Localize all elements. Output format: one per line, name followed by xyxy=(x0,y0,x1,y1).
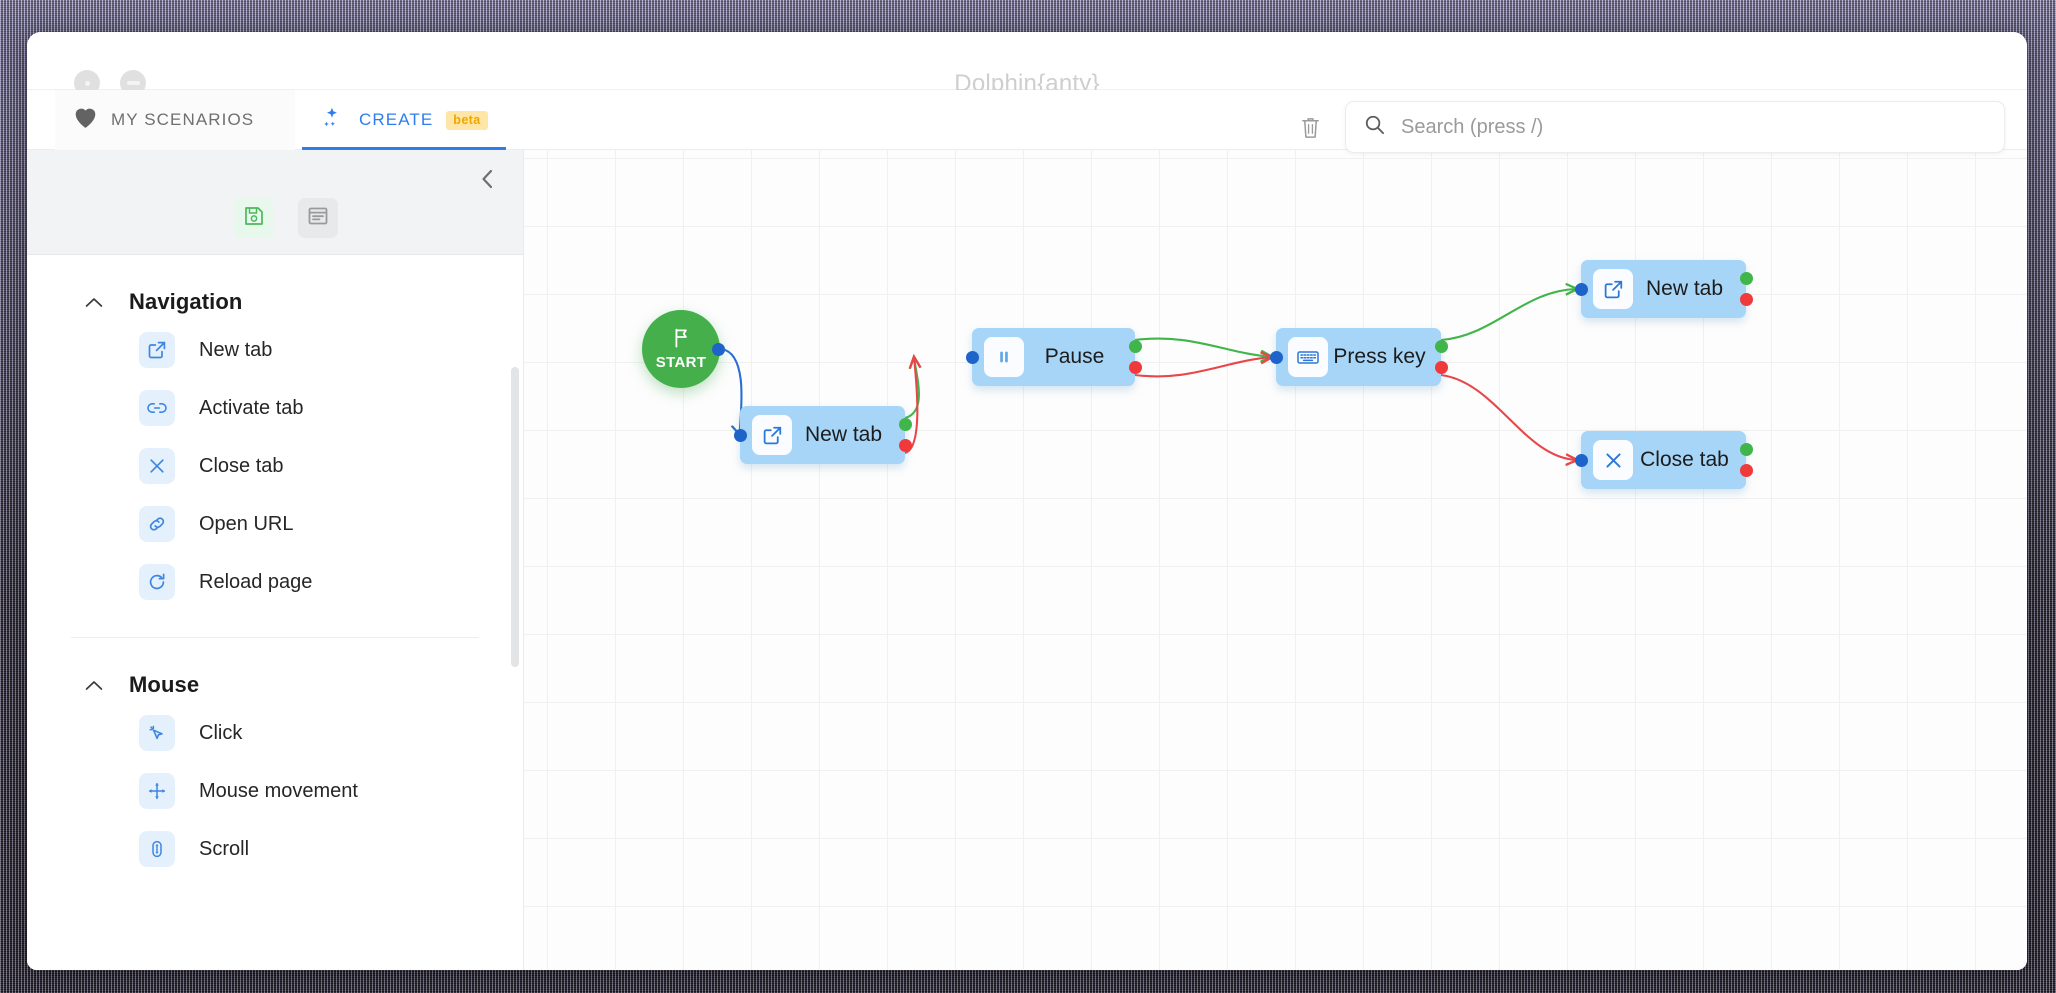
tab-label: MY SCENARIOS xyxy=(111,110,255,129)
sidebar-item-close-tab[interactable]: Close tab xyxy=(27,437,523,495)
external-link-icon xyxy=(1593,269,1633,309)
close-x-icon xyxy=(1593,440,1633,480)
actions-sidebar: Navigation New tab xyxy=(27,150,524,970)
node-start[interactable]: START xyxy=(642,310,725,388)
app-body: Navigation New tab xyxy=(27,150,2027,970)
chevron-up-icon xyxy=(85,294,103,311)
node-pause[interactable]: Pause xyxy=(965,328,1142,386)
sidebar-item-new-tab[interactable]: New tab xyxy=(27,321,523,379)
search-input[interactable] xyxy=(1401,115,1986,139)
port-in[interactable] xyxy=(1574,453,1588,467)
section-header-mouse[interactable]: Mouse xyxy=(27,638,523,704)
edge-layer xyxy=(721,150,2027,970)
port-out-success[interactable] xyxy=(1434,340,1448,353)
tab-create[interactable]: CREATE beta xyxy=(302,90,506,150)
node-new-tab-2[interactable]: New tab xyxy=(1574,260,1753,318)
port-out-error[interactable] xyxy=(1434,361,1448,374)
minimize-icon xyxy=(126,81,140,85)
chevron-up-icon xyxy=(85,677,103,694)
sidebar-item-label: Close tab xyxy=(199,454,284,477)
save-icon xyxy=(243,205,265,232)
sidebar-item-click[interactable]: Click xyxy=(27,704,523,762)
sidebar-item-mouse-movement[interactable]: Mouse movement xyxy=(27,762,523,820)
close-x-icon xyxy=(139,448,175,484)
section-title: Navigation xyxy=(129,289,243,314)
node-press-key[interactable]: Press key xyxy=(1269,328,1448,386)
keyboard-icon xyxy=(1288,337,1328,377)
sidebar-item-open-url[interactable]: Open URL xyxy=(27,495,523,553)
link-dashed-icon xyxy=(139,390,175,426)
port-out-error[interactable] xyxy=(1739,293,1753,306)
section-header-navigation[interactable]: Navigation xyxy=(27,255,523,321)
title-bar: Dolphin{anty} xyxy=(27,32,2027,97)
sidebar-scrollbar[interactable] xyxy=(511,367,519,667)
port-in[interactable] xyxy=(733,428,747,442)
sidebar-scroll-area[interactable]: Navigation New tab xyxy=(27,255,523,970)
external-link-icon xyxy=(752,415,792,455)
port-out-success[interactable] xyxy=(1128,340,1142,353)
port-out-success[interactable] xyxy=(1739,443,1753,456)
search-icon xyxy=(1364,114,1385,140)
scenario-canvas[interactable]: START New tab xyxy=(524,150,2027,970)
reload-icon xyxy=(139,564,175,600)
sidebar-divider xyxy=(71,637,479,638)
sidebar-item-label: Open URL xyxy=(199,512,294,535)
sidebar-section-mouse: Mouse Click xyxy=(27,638,523,878)
canvas-toolbar xyxy=(1297,101,2005,153)
flag-icon xyxy=(672,328,691,353)
sidebar-section-navigation: Navigation New tab xyxy=(27,255,523,611)
close-icon xyxy=(84,80,90,86)
search-box[interactable] xyxy=(1345,101,2005,153)
sidebar-item-scroll[interactable]: Scroll xyxy=(27,820,523,878)
sidebar-item-label: Mouse movement xyxy=(199,779,358,802)
section-title: Mouse xyxy=(129,672,200,697)
node-new-tab-1[interactable]: New tab xyxy=(733,406,912,464)
magic-wand-icon xyxy=(320,105,346,136)
start-label: START xyxy=(655,353,707,371)
port-in[interactable] xyxy=(1269,350,1283,364)
sidebar-item-label: New tab xyxy=(199,338,273,361)
beta-badge: beta xyxy=(446,110,488,130)
chevron-left-icon[interactable] xyxy=(475,166,501,192)
sidebar-item-reload-page[interactable]: Reload page xyxy=(27,553,523,611)
tab-label: CREATE xyxy=(359,110,434,129)
port-out[interactable] xyxy=(712,342,725,356)
move-arrows-icon xyxy=(139,773,175,809)
node-label: New tab xyxy=(1645,277,1724,300)
node-label: Pause xyxy=(1044,345,1105,368)
sidebar-item-label: Scroll xyxy=(199,837,250,860)
cursor-click-icon xyxy=(139,715,175,751)
scroll-icon xyxy=(139,831,175,867)
external-link-icon xyxy=(139,332,175,368)
tab-bar: MY SCENARIOS CREATE beta xyxy=(27,90,2027,153)
trash-icon[interactable] xyxy=(1297,113,1323,141)
notes-button[interactable] xyxy=(298,198,338,238)
port-out-success[interactable] xyxy=(898,418,912,431)
chain-link-icon xyxy=(139,506,175,542)
sidebar-item-label: Activate tab xyxy=(199,396,304,419)
port-out-error[interactable] xyxy=(898,439,912,452)
pause-icon xyxy=(984,337,1024,377)
sidebar-item-label: Reload page xyxy=(199,570,313,593)
port-in[interactable] xyxy=(1574,282,1588,296)
app-window: Dolphin{anty} MY SCENARIOS CREATE xyxy=(27,32,2027,970)
heart-icon xyxy=(73,106,98,134)
notes-icon xyxy=(307,205,329,232)
node-label: Press key xyxy=(1333,345,1426,368)
sidebar-item-activate-tab[interactable]: Activate tab xyxy=(27,379,523,437)
save-button[interactable] xyxy=(234,198,274,238)
sidebar-toolbar xyxy=(27,150,523,255)
port-out-error[interactable] xyxy=(1739,464,1753,477)
port-out-success[interactable] xyxy=(1739,272,1753,285)
port-in[interactable] xyxy=(965,350,979,364)
tab-my-scenarios[interactable]: MY SCENARIOS xyxy=(55,90,295,150)
node-label: Close tab xyxy=(1640,448,1729,471)
node-label: New tab xyxy=(804,423,883,446)
sidebar-item-label: Click xyxy=(199,721,243,744)
port-out-error[interactable] xyxy=(1128,361,1142,374)
node-close-tab[interactable]: Close tab xyxy=(1574,431,1753,489)
